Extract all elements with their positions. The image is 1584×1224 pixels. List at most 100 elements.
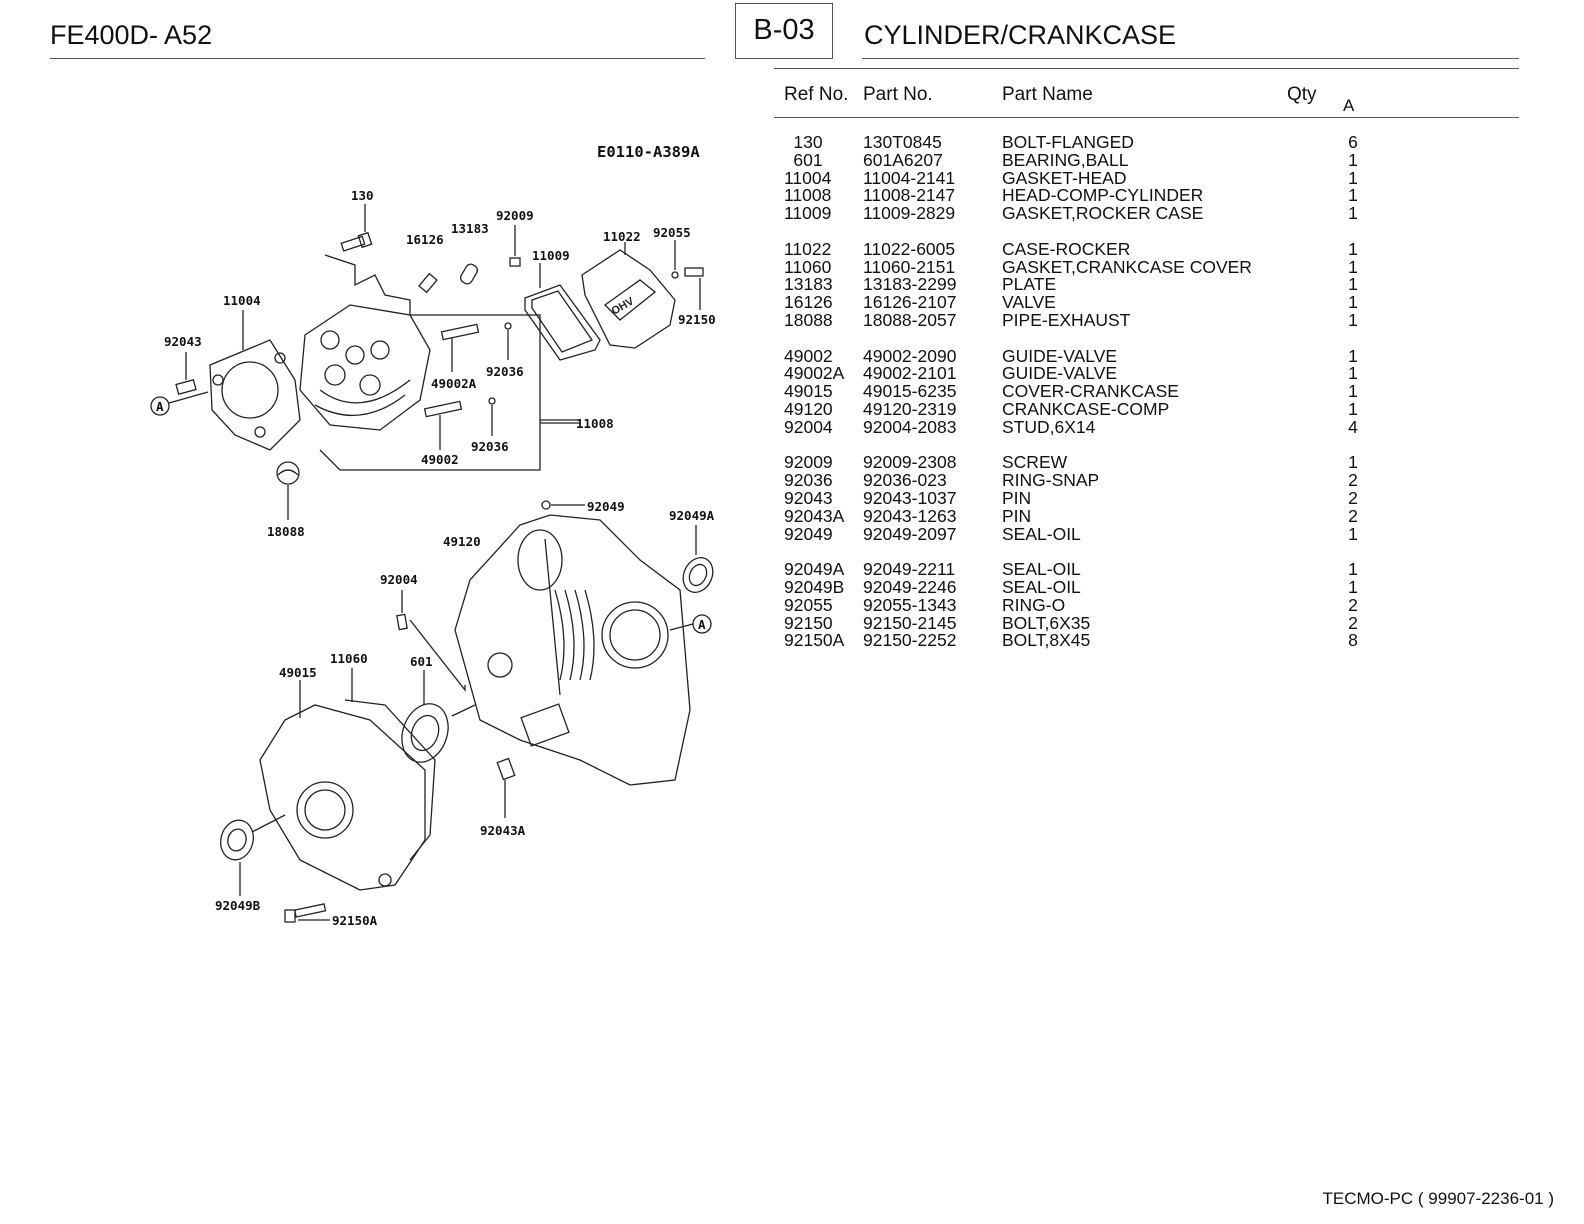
qty-cell: 1 (1348, 185, 1358, 206)
exhaust-pipe-18088 (276, 461, 300, 520)
part-no-cell: 11060-2151 (863, 256, 956, 277)
ref-cell: 49120 (784, 398, 833, 419)
part-name-cell: BOLT-FLANGED (1002, 132, 1134, 152)
svg-text:A: A (698, 617, 706, 632)
callout-label: 49120 (443, 534, 481, 549)
bolt-92150a (284, 903, 330, 923)
guide-valve-49002a (440, 323, 480, 341)
qty-cell: 1 (1348, 398, 1358, 419)
qty-cell: 1 (1348, 363, 1358, 384)
callout-label: 92150A (332, 913, 378, 928)
stud-92004 (396, 590, 466, 692)
part-no-cell: 49015-6235 (863, 381, 957, 402)
callout-label: 13183 (451, 221, 489, 236)
part-no-cell: 11009-2829 (863, 203, 956, 224)
part-no-cell: 92049-2097 (863, 523, 957, 544)
col-header-part: Part No. (863, 84, 933, 105)
callout-label: 16126 (406, 232, 444, 247)
qty-cell: 2 (1348, 487, 1358, 508)
part-no-cell: 16126-2107 (863, 292, 957, 313)
marker-a-right: A (669, 614, 712, 634)
part-name-cell: RING-SNAP (1002, 470, 1100, 491)
part-name-cell: CASE-ROCKER (1002, 238, 1131, 259)
leader-head-group (324, 254, 580, 421)
qty-cell: 1 (1348, 576, 1358, 597)
callout-label: 11022 (603, 229, 641, 244)
callout-label: 18088 (267, 524, 305, 539)
snap-ring-92036-a (504, 322, 512, 330)
qty-cell: 1 (1348, 345, 1358, 366)
col-header-variant: A (1343, 96, 1355, 115)
part-no-cell: 92055-1343 (863, 594, 957, 615)
qty-cell: 1 (1348, 523, 1358, 544)
callout-label: 11009 (532, 248, 570, 263)
part-no-cell: 92004-2083 (863, 416, 957, 437)
section-code-box: B-03 (735, 3, 833, 59)
part-no-cell: 11004-2141 (863, 167, 956, 188)
ref-cell: 11009 (784, 203, 832, 224)
qty-cell: 1 (1348, 203, 1358, 224)
part-no-cell: 49002-2101 (863, 363, 957, 384)
diagram-code: E0110-A389A (597, 143, 700, 161)
ref-cell: 49002 (784, 345, 833, 366)
callout-label: 92049 (587, 499, 625, 514)
qty-cell: 2 (1348, 612, 1358, 633)
part-no-cell: 13183-2299 (863, 274, 957, 295)
ref-cell: 601 (793, 149, 823, 170)
qty-cell: 1 (1348, 452, 1358, 473)
seal-oil-92049b (220, 814, 286, 896)
part-name-cell: PIN (1002, 487, 1032, 508)
part-no-cell: 92049-2211 (863, 559, 956, 580)
callout-label: 49002 (421, 452, 459, 467)
qty-cell: 2 (1348, 470, 1358, 491)
callout-label: 92043A (480, 823, 526, 838)
part-name-cell: SEAL-OIL (1002, 559, 1081, 580)
table-top-rule (774, 68, 1519, 69)
callout-label: 130 (351, 188, 374, 203)
part-no-cell: 92043-1037 (863, 487, 957, 508)
ref-cell: 11060 (784, 256, 832, 277)
ref-cell: 49015 (784, 381, 833, 402)
callout-label: 92036 (486, 364, 524, 379)
col-header-qty: Qty (1287, 84, 1317, 105)
qty-cell: 2 (1348, 505, 1358, 526)
part-name-cell: RING-O (1002, 594, 1066, 615)
pin-92043a (496, 757, 516, 818)
part-name-cell: COVER-CRANKCASE (1002, 381, 1179, 402)
bolt-130 (340, 204, 373, 252)
screw-92009 (509, 225, 521, 267)
ref-cell: 13183 (784, 274, 833, 295)
bolt-92150 (684, 267, 704, 310)
callout-label: 92004 (380, 572, 418, 587)
ref-cell: 92049A (784, 559, 845, 580)
svg-text:A: A (156, 399, 164, 414)
leader-head-base (319, 420, 541, 471)
callout-label: 11060 (330, 651, 368, 666)
ref-cell: 130 (793, 132, 823, 152)
callout-label: 11008 (576, 416, 614, 431)
pin-92043 (175, 352, 197, 395)
header-rule-left (50, 58, 705, 59)
part-name-cell: BOLT,6X35 (1002, 612, 1091, 633)
ref-cell: 92150 (784, 612, 833, 633)
part-name-cell: HEAD-COMP-CYLINDER (1002, 185, 1204, 206)
part-no-cell: 601A6207 (863, 149, 943, 170)
valve-16126 (418, 272, 438, 294)
part-no-cell: 11008-2147 (863, 185, 956, 206)
callout-label: 11004 (223, 293, 261, 308)
callout-label: 92055 (653, 225, 691, 240)
footer-code: TECMO-PC ( 99907-2236-01 ) (1322, 1189, 1554, 1208)
section-title: CYLINDER/CRANKCASE (864, 20, 1177, 50)
seal-oil-92049 (541, 500, 551, 510)
ref-cell: 92004 (784, 416, 833, 437)
part-no-cell: 130T0845 (863, 132, 942, 152)
ref-cell: 11008 (784, 185, 832, 206)
ref-cell: 92055 (784, 594, 833, 615)
part-name-cell: PIPE-EXHAUST (1002, 309, 1131, 330)
qty-cell: 4 (1348, 416, 1358, 437)
part-name-cell: PIN (1002, 505, 1032, 526)
part-name-cell: BOLT,8X45 (1002, 630, 1091, 651)
ref-cell: 92150A (784, 630, 845, 651)
part-no-cell: 92150-2252 (863, 630, 957, 651)
part-no-cell: 92043-1263 (863, 505, 957, 526)
